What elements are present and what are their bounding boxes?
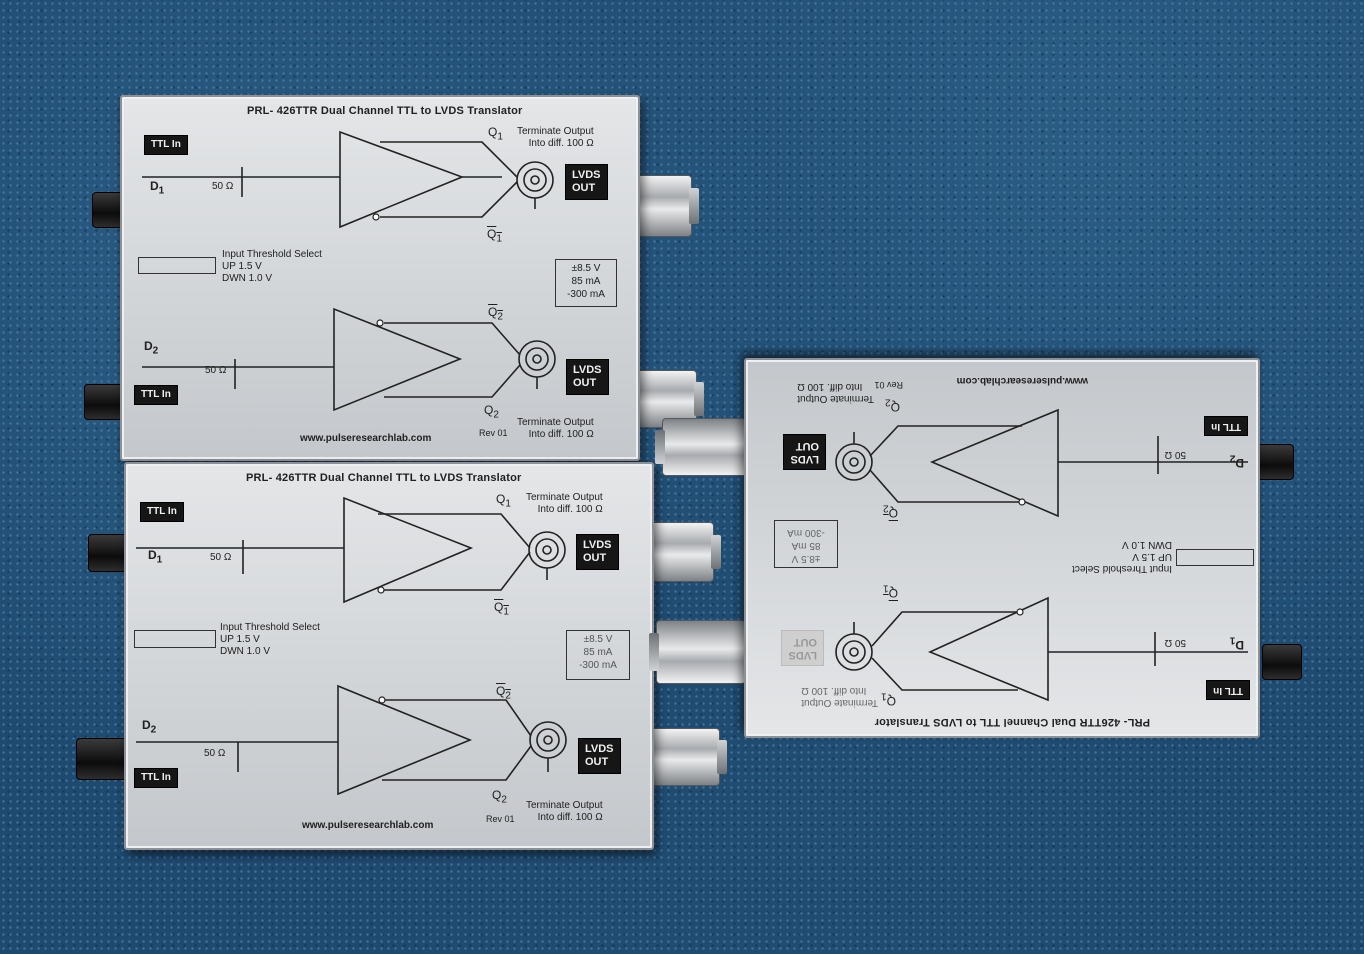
q2-label: Q2 [492, 788, 507, 806]
module-title: PRL- 426TTR Dual Channel TTL to LVDS Tra… [874, 716, 1150, 728]
d2-label: D2 [142, 718, 157, 736]
resistor-label-2: 50 Ω [1164, 449, 1186, 460]
resistor-label-2: 50 Ω [204, 748, 226, 759]
website-label: www.pulseresearchlab.com [956, 375, 1088, 386]
module-title: PRL- 426TTR Dual Channel TTL to LVDS Tra… [247, 105, 523, 117]
threshold-select-box [1176, 549, 1254, 566]
ttl-in-label-1: TTL In [1206, 680, 1250, 700]
d1-label: D1 [1229, 634, 1244, 652]
threshold-select-box [134, 630, 216, 648]
ttl-in-label-2: TTL In [134, 768, 178, 788]
website-label: www.pulseresearchlab.com [302, 820, 434, 831]
translator-module: PRL- 426TTR Dual Channel TTL to LVDS Tra… [124, 462, 654, 850]
q2-label: Q2 [885, 396, 900, 414]
bnc-connector-out-2 [650, 728, 727, 786]
bnc-connector-out-1 [662, 418, 748, 476]
schematic-drawing [835, 408, 1248, 702]
bnc-connector-out-1 [648, 522, 721, 582]
q1-label: Q1 [881, 690, 896, 708]
resistor-label-2: 50 Ω [205, 365, 227, 376]
schematic-drawing [136, 496, 567, 796]
d1-label: D1 [148, 548, 163, 566]
bnc-connector-out-1 [630, 175, 699, 237]
d1-label: D1 [150, 179, 165, 197]
q1-bar-label: Q1 [883, 582, 898, 600]
ttl-in-label-2: TTL In [134, 385, 178, 405]
q1-label: Q1 [488, 125, 503, 143]
q1-label: Q1 [496, 492, 511, 510]
d2-label: D2 [1229, 452, 1244, 470]
q1-bar-label: Q1 [487, 227, 502, 245]
q1-bar-label: Q1 [494, 600, 509, 618]
ttl-in-label-1: TTL In [140, 502, 184, 522]
ttl-in-label-1: TTL In [144, 135, 188, 155]
q2-bar-label: Q2 [496, 684, 511, 702]
resistor-label-1: 50 Ω [1164, 637, 1186, 648]
resistor-label-1: 50 Ω [210, 552, 232, 563]
revision-label: Rev 01 [486, 814, 515, 824]
q2-label: Q2 [484, 403, 499, 421]
resistor-label-1: 50 Ω [212, 181, 234, 192]
q2-bar-label: Q2 [488, 305, 503, 323]
threshold-select-box [138, 257, 216, 274]
translator-module: PRL- 426TTR Dual Channel TTL to LVDS Tra… [120, 95, 640, 461]
d2-label: D2 [144, 339, 159, 357]
ttl-input-connector-2 [76, 738, 128, 780]
revision-label: Rev 01 [479, 428, 508, 438]
q2-bar-label: Q2 [883, 502, 898, 520]
schematic-drawing [142, 130, 556, 412]
revision-label: Rev 01 [874, 380, 903, 390]
translator-module: PRL- 426TTR Dual Channel TTL to LVDS Tra… [744, 358, 1260, 738]
ttl-input-connector-2 [1262, 644, 1302, 680]
bnc-connector-out-2 [656, 620, 746, 684]
module-title: PRL- 426TTR Dual Channel TTL to LVDS Tra… [246, 472, 522, 484]
website-label: www.pulseresearchlab.com [300, 433, 432, 444]
ttl-in-label-2: TTL In [1204, 416, 1248, 436]
